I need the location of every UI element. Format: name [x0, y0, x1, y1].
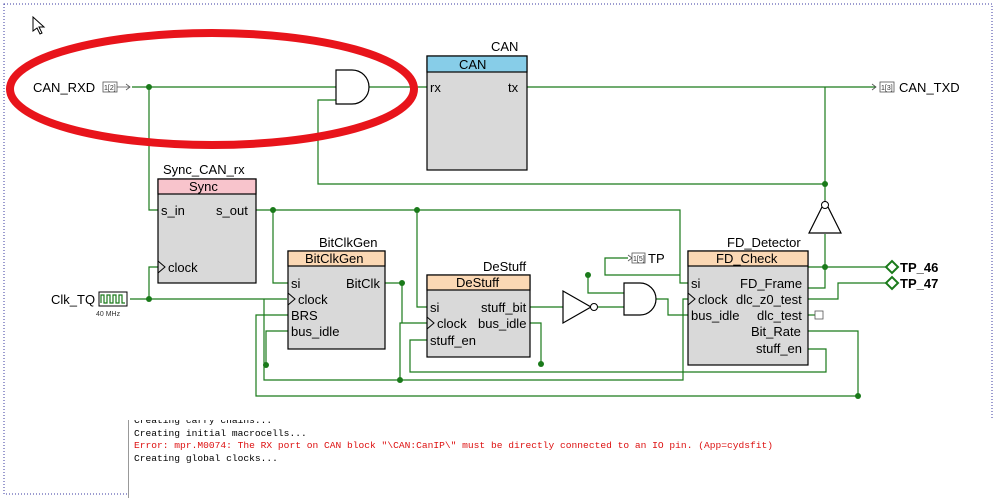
- console-error-line: Error: mpr.M0074: The RX port on CAN blo…: [134, 440, 774, 451]
- sync-pin-clock: clock: [168, 260, 198, 275]
- sync-instance-name: Sync_CAN_rx: [163, 162, 245, 177]
- destuff-pin-si: si: [430, 300, 440, 315]
- destuff-pin-stuff-en: stuff_en: [430, 333, 476, 348]
- sync-pin-s-in: s_in: [161, 203, 185, 218]
- fd-header: [687, 250, 809, 267]
- port-tp[interactable]: 1[5] TP: [627, 251, 665, 266]
- can-header: [426, 55, 528, 73]
- fd-pin-stuff-en: stuff_en: [756, 341, 802, 356]
- destuff-pin-bus-idle: bus_idle: [478, 316, 526, 331]
- port-label-can-rxd: CAN_RXD: [33, 80, 95, 95]
- destuff-header-label: DeStuff: [456, 275, 500, 290]
- fd-pin-dlc-test: dlc_test: [757, 308, 802, 323]
- bitclkgen-pin-brs: BRS: [291, 308, 318, 323]
- fd-pin-si: si: [691, 276, 701, 291]
- port-tp-47[interactable]: TP_47: [884, 275, 938, 291]
- bitclkgen-instance-name: BitClkGen: [319, 235, 378, 250]
- can-header-label: CAN: [459, 57, 486, 72]
- inverter-stuff-bit[interactable]: [562, 289, 598, 325]
- bitclkgen-component[interactable]: BitClkGen BitClkGen si BitClk clock BRS …: [287, 235, 386, 350]
- bitclkgen-header-label: BitClkGen: [305, 251, 364, 266]
- error-highlight-ellipse: [6, 29, 418, 149]
- svg-text:1[3]: 1[3]: [881, 85, 893, 92]
- can-pin-rx: rx: [430, 80, 441, 95]
- fd-instance-name: FD_Detector: [727, 235, 801, 250]
- destuff-header: [426, 274, 531, 291]
- port-label-tp-46: TP_46: [900, 260, 938, 275]
- sync-component[interactable]: Sync_CAN_rx Sync s_in s_out clock: [157, 162, 257, 284]
- junction-dots: [146, 84, 861, 399]
- port-can-txd[interactable]: 1[3] CAN_TXD: [871, 80, 960, 95]
- output-console[interactable]: Creating carry chains...Creating initial…: [128, 420, 999, 498]
- clock-frequency: 40 MHz: [96, 311, 121, 318]
- svg-text:1[5]: 1[5]: [633, 256, 645, 263]
- can-component[interactable]: CAN CAN rx tx: [426, 39, 528, 171]
- console-line: Creating global clocks...: [134, 452, 278, 464]
- and-gate-destuff[interactable]: [623, 282, 657, 316]
- clock-source-clk-tq[interactable]: Clk_TQ 40 MHz: [51, 291, 128, 318]
- fd-check-component[interactable]: FD_Detector FD_Check si FD_Frame clock d…: [687, 235, 824, 366]
- svg-text:1[2]: 1[2]: [104, 85, 116, 92]
- fd-pin-dlc-z0-test: dlc_z0_test: [736, 292, 802, 307]
- bitclkgen-pin-bitclk: BitClk: [346, 276, 380, 291]
- fd-pin-clock: clock: [698, 292, 728, 307]
- port-label-can-txd: CAN_TXD: [899, 80, 960, 95]
- bitclkgen-pin-clock: clock: [298, 292, 328, 307]
- can-pin-tx: tx: [508, 80, 519, 95]
- port-label-tp: TP: [648, 251, 665, 266]
- destuff-component[interactable]: DeStuff DeStuff si stuff_bit clock bus_i…: [426, 259, 531, 358]
- port-tp-46[interactable]: TP_46: [884, 259, 938, 275]
- destuff-pin-stuff-bit: stuff_bit: [481, 300, 527, 315]
- mouse-cursor-icon: [32, 15, 46, 35]
- fd-pin-bit-rate: Bit_Rate: [751, 324, 801, 339]
- console-line: Creating initial macrocells...: [134, 427, 307, 439]
- bitclkgen-header: [287, 250, 386, 267]
- sync-pin-s-out: s_out: [216, 203, 248, 218]
- clock-label: Clk_TQ: [51, 292, 95, 307]
- port-can-rxd[interactable]: CAN_RXD 1[2]: [33, 80, 131, 95]
- console-line: Creating carry chains...: [134, 420, 273, 426]
- sync-header-label: Sync: [189, 179, 218, 194]
- fd-header-label: FD_Check: [716, 251, 778, 266]
- destuff-instance-name: DeStuff: [483, 259, 527, 274]
- port-label-tp-47: TP_47: [900, 276, 938, 291]
- bitclkgen-pin-si: si: [291, 276, 301, 291]
- fd-pin-fd-frame: FD_Frame: [740, 276, 802, 291]
- and-gate-rx[interactable]: [335, 69, 370, 105]
- sync-header: [157, 178, 257, 195]
- bitclkgen-pin-bus-idle: bus_idle: [291, 324, 339, 339]
- can-instance-name: CAN: [491, 39, 518, 54]
- clock-wave-icon: [100, 294, 125, 304]
- inverter-txd[interactable]: [808, 199, 842, 234]
- no-connect-terminal-icon: [814, 310, 824, 320]
- fd-pin-bus-idle: bus_idle: [691, 308, 739, 323]
- destuff-pin-clock: clock: [437, 316, 467, 331]
